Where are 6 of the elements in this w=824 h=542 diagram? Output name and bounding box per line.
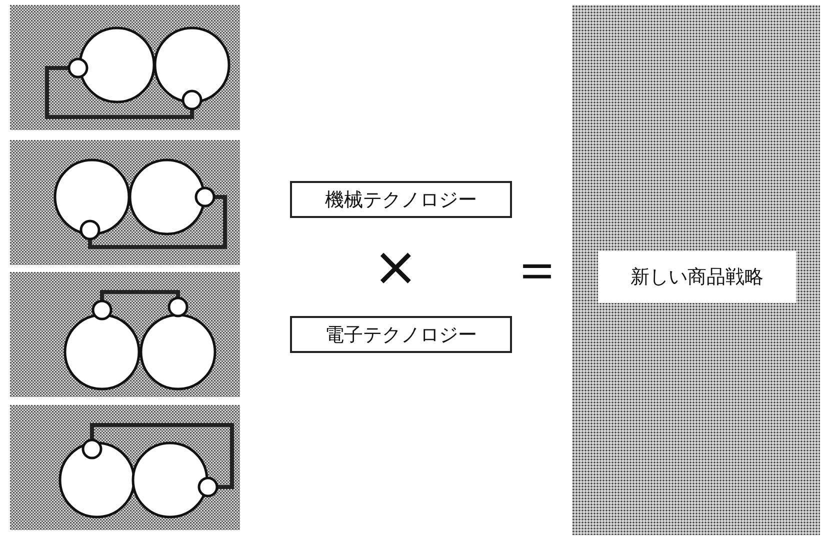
label-text: 電子テクノロジー <box>325 322 477 348</box>
label-text: 新しい商品戦略 <box>630 265 764 290</box>
halftone-panel <box>572 5 820 535</box>
operator-symbol: ＝ <box>510 242 564 296</box>
operator-symbol: × <box>373 240 418 294</box>
label-text: 機械テクノロジー <box>325 188 477 212</box>
